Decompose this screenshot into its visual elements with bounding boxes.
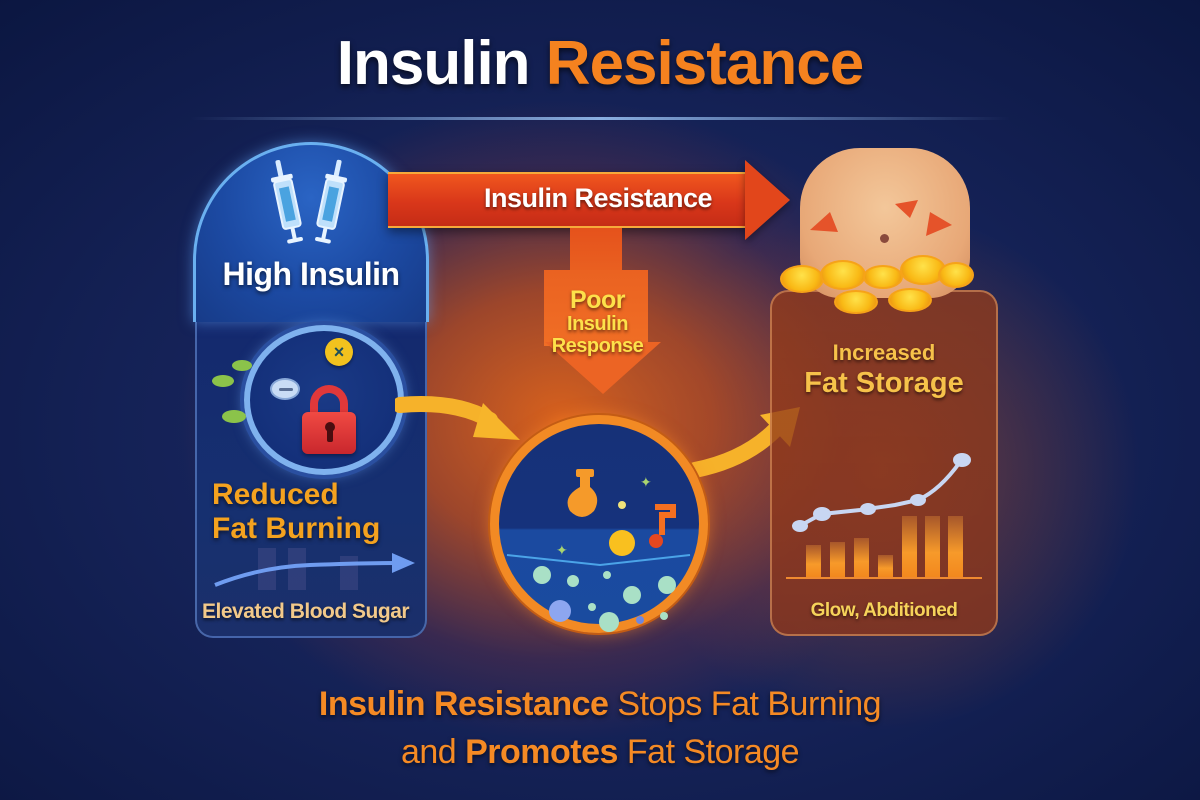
reduced-line2: Fat Burning [212, 512, 381, 545]
caption-line2-start: and [400, 733, 466, 771]
flask-icon [567, 469, 598, 517]
trend-arrow-icon [214, 553, 415, 587]
poor-insulin-response-label: Poor Insulin Response [535, 287, 660, 357]
poor-line3: Response [551, 335, 644, 357]
chart-baseline [786, 577, 982, 579]
mini-bar [902, 516, 917, 577]
high-insulin-label: High Insulin [222, 256, 400, 292]
sprout-icon [212, 375, 234, 387]
insulin-resistance-arrow-label: Insulin Resistance [483, 183, 713, 213]
glow-abditioned-label: Glow, Abditioned [810, 600, 958, 621]
insulin-resistance-arrow [388, 172, 748, 228]
mini-bar [806, 545, 821, 577]
page-title: Insulin Resistance [0, 28, 1200, 99]
fat-globule [780, 265, 824, 293]
trend-line-icon [792, 453, 971, 532]
mini-bar [925, 516, 940, 577]
fat-globule [820, 260, 866, 290]
caption-line2-rest: Fat Storage [617, 733, 800, 771]
title-part-resistance: Resistance [545, 29, 864, 98]
increased-fat-storage-heading: Increased Fat Storage [770, 340, 998, 400]
mini-bar [948, 516, 963, 577]
syringes-icon [270, 159, 348, 244]
cell-circle [490, 415, 708, 633]
down-arrow-head [545, 342, 661, 394]
navel [880, 234, 889, 243]
poor-line1: Poor [570, 286, 625, 314]
keyhole [325, 422, 335, 432]
pressure-arrows [810, 200, 952, 236]
sprout-leaf [222, 410, 246, 423]
fat-globule [938, 262, 974, 288]
fat-globule [900, 255, 946, 285]
lock-icon [310, 385, 348, 419]
increased-line2: Fat Storage [804, 367, 964, 399]
svg-text:✦: ✦ [556, 542, 568, 558]
caption-line1: Insulin Resistance Stops Fat Burning [0, 680, 1200, 728]
fat-globule [834, 290, 878, 314]
increased-line1: Increased [832, 340, 936, 365]
caption-line2: and Promotes Fat Storage [0, 728, 1200, 776]
keyhole-stem [327, 428, 333, 442]
caption-line2-bold: Promotes [465, 733, 618, 771]
poor-line2: Insulin [567, 313, 628, 335]
mini-bar [854, 538, 869, 577]
bottom-caption: Insulin Resistance Stops Fat Burning and… [0, 680, 1200, 776]
caption-line1-bold: Insulin Resistance [318, 685, 609, 723]
cell-contents: ✦ ✦ [506, 469, 691, 632]
sprout-leaf [232, 360, 252, 371]
elevated-blood-sugar-label: Elevated Blood Sugar [202, 600, 410, 623]
reduced-line1: Reduced [212, 478, 339, 511]
svg-text:✦: ✦ [640, 474, 652, 490]
caption-line1-rest: Stops Fat Burning [608, 685, 882, 723]
down-arrow-stem [570, 228, 622, 278]
x-badge-icon: × [325, 338, 353, 366]
down-arrow-body [544, 270, 648, 346]
pill-icon [270, 378, 300, 400]
fat-globule [888, 288, 932, 312]
title-part-insulin: Insulin [336, 29, 531, 98]
reduced-fat-burning-heading: Reduced Fat Burning [212, 478, 380, 546]
curved-arrow-to-cell [395, 396, 520, 440]
title-divider [190, 117, 1010, 120]
faded-bar [288, 548, 306, 590]
fat-globule [863, 265, 903, 289]
mini-bar [830, 542, 845, 577]
music-note-icon [649, 504, 676, 548]
arrow-head [745, 160, 790, 240]
mini-bar [878, 555, 893, 577]
